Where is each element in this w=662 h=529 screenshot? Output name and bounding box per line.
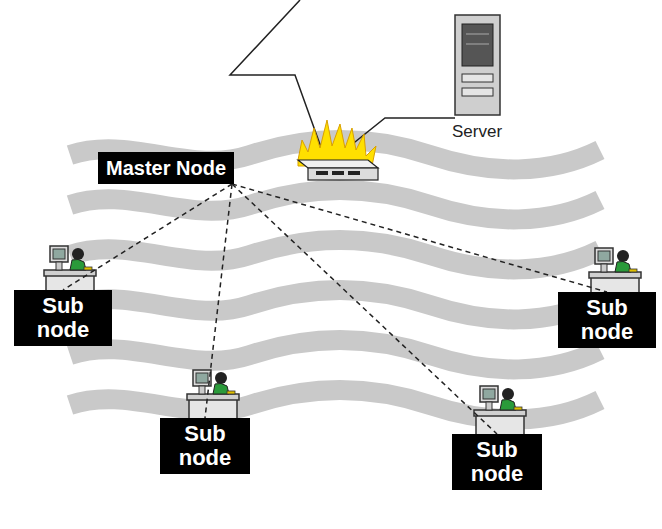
node-label: Sub node	[562, 296, 652, 344]
master-node-box: Master Node	[98, 152, 234, 184]
sub-node-box: Sub node	[452, 434, 542, 490]
wave-bands	[70, 140, 600, 419]
node-label: Sub node	[456, 438, 538, 486]
dashed-link	[232, 184, 607, 292]
node-label: Sub node	[18, 294, 108, 342]
dashed-link	[205, 184, 232, 418]
node-label: Master Node	[106, 157, 226, 179]
wan-link	[230, 0, 322, 150]
router-device	[298, 160, 378, 180]
node-label: Sub node	[164, 422, 246, 470]
server-label: Server	[452, 122, 502, 142]
sub-node-box: Sub node	[558, 292, 656, 348]
firewall-flame	[298, 120, 376, 166]
dashed-link	[232, 184, 497, 434]
workstation-icon	[474, 386, 526, 440]
workstation-icon	[187, 370, 239, 424]
sub-node-box: Sub node	[160, 418, 250, 474]
server-icon	[455, 15, 500, 115]
dashed-link	[63, 184, 232, 290]
sub-node-box: Sub node	[14, 290, 112, 346]
